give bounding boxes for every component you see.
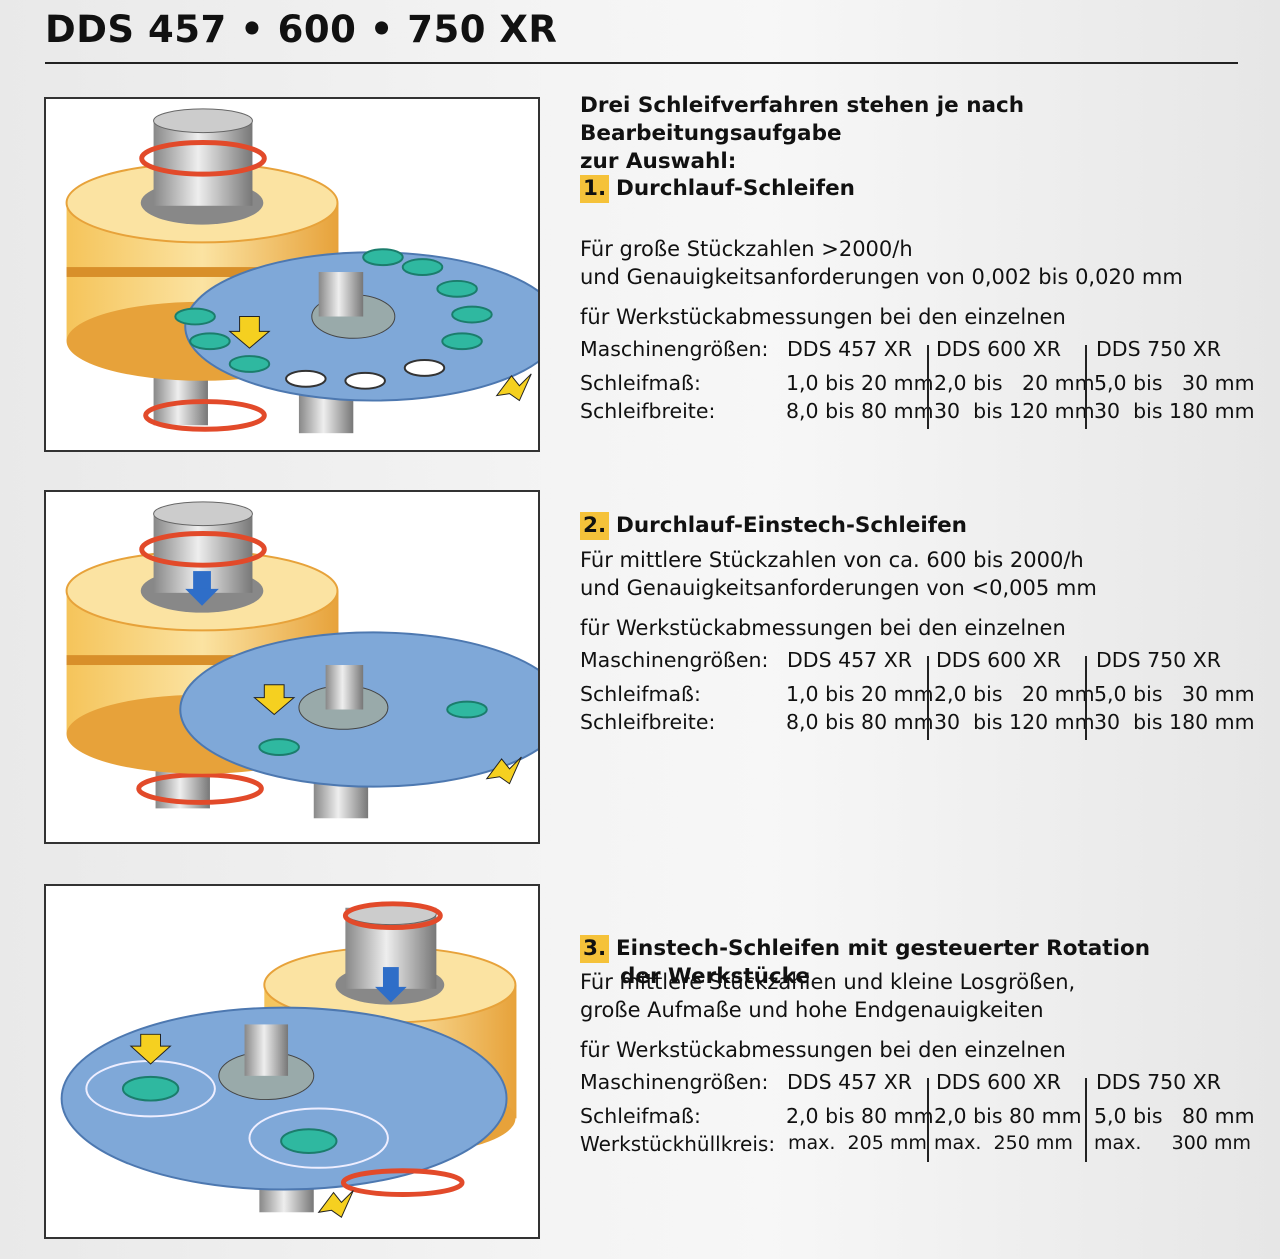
workpieces bbox=[174, 248, 493, 373]
cell: 2,0 bis 80 mm bbox=[786, 1104, 934, 1128]
cell: max. 300 mm bbox=[1094, 1132, 1251, 1154]
row-label: Schleifmaß: bbox=[580, 1104, 701, 1128]
section-desc-3: Für mittlere Stückzahlen und kleine Losg… bbox=[580, 968, 1260, 1024]
sizes-label: Maschinengrößen: bbox=[580, 1070, 769, 1094]
grinding-diagram-2 bbox=[65, 501, 538, 819]
column-divider bbox=[927, 345, 929, 429]
column-divider bbox=[1085, 345, 1087, 429]
illustration-einstech bbox=[44, 884, 540, 1239]
outfeed-arrow-icon bbox=[495, 373, 532, 402]
cell: 30 bis 120 mm bbox=[934, 710, 1095, 734]
section-number: 3. bbox=[580, 935, 610, 963]
cell: 5,0 bis 30 mm bbox=[1094, 682, 1255, 706]
feed-arrow-icon bbox=[253, 684, 296, 716]
spec-table-1: Maschinengrößen: DDS 457 XR DDS 600 XR D… bbox=[580, 337, 1255, 429]
rotation-arrow-top bbox=[342, 901, 443, 930]
spec-table-2: Maschinengrößen: DDS 457 XR DDS 600 XR D… bbox=[580, 648, 1255, 740]
cell: 2,0 bis 80 mm bbox=[934, 1104, 1082, 1128]
sizes-label: Maschinengrößen: bbox=[580, 337, 769, 361]
cell: 8,0 bis 80 mm bbox=[786, 710, 934, 734]
cell: 30 bis 180 mm bbox=[1094, 399, 1255, 423]
desc-line: Für mittlere Stückzahlen von ca. 600 bis… bbox=[580, 548, 1084, 572]
machine-600: DDS 600 XR bbox=[936, 1070, 1062, 1094]
section-desc-2: Für mittlere Stückzahlen von ca. 600 bis… bbox=[580, 546, 1260, 602]
page-title: DDS 457 • 600 • 750 XR bbox=[45, 8, 558, 51]
cell: 1,0 bis 20 mm bbox=[786, 371, 934, 395]
machine-600: DDS 600 XR bbox=[936, 648, 1062, 672]
illustration-durchlauf bbox=[44, 97, 540, 452]
illustration-durchlauf-einstech bbox=[44, 490, 540, 844]
section-title: Durchlauf-Schleifen bbox=[616, 176, 855, 201]
rotation-arrow-bottom bbox=[143, 399, 267, 432]
section-heading-2: 2. Durchlauf-Einstech-Schleifen bbox=[580, 512, 1280, 540]
spec-intro-2: für Werkstückabmessungen bei den einzeln… bbox=[580, 616, 1066, 640]
rotation-arrow-top bbox=[139, 531, 267, 568]
spec-intro-3: für Werkstückabmessungen bei den einzeln… bbox=[580, 1038, 1066, 1062]
spec-intro-1: für Werkstückabmessungen bei den einzeln… bbox=[580, 305, 1066, 329]
desc-line: und Genauigkeitsanforderungen von <0,005… bbox=[580, 576, 1097, 600]
grinding-diagram-3 bbox=[60, 901, 517, 1218]
section-number: 2. bbox=[580, 512, 610, 540]
upper-spindle bbox=[153, 118, 253, 206]
section-desc-1: Für große Stückzahlen >2000/h und Genaui… bbox=[580, 235, 1260, 291]
row-label: Schleifbreite: bbox=[580, 710, 716, 734]
machine-750: DDS 750 XR bbox=[1096, 337, 1222, 361]
outfeed-arrow-icon bbox=[317, 1190, 354, 1218]
row-label: Werkstückhüllkreis: bbox=[580, 1132, 776, 1156]
desc-line: und Genauigkeitsanforderungen von 0,002 … bbox=[580, 265, 1183, 289]
desc-line: Für große Stückzahlen >2000/h bbox=[580, 237, 913, 261]
column-divider bbox=[1085, 1078, 1087, 1162]
section-title: Durchlauf-Einstech-Schleifen bbox=[616, 513, 967, 538]
row-label: Schleifbreite: bbox=[580, 399, 716, 423]
cell: 2,0 bis 20 mm bbox=[934, 682, 1095, 706]
section-title: Einstech-Schleifen mit gesteuerter Rotat… bbox=[616, 936, 1151, 961]
cell: 2,0 bis 20 mm bbox=[934, 371, 1095, 395]
section-heading-1: 1. Durchlauf-Schleifen bbox=[580, 175, 1280, 203]
spec-table-3: Maschinengrößen: DDS 457 XR DDS 600 XR D… bbox=[580, 1070, 1255, 1162]
desc-line: große Aufmaße und hohe Endgenauigkeiten bbox=[580, 998, 1044, 1022]
workpiece bbox=[280, 1128, 338, 1154]
desc-line: Für mittlere Stückzahlen und kleine Losg… bbox=[580, 970, 1076, 994]
rotation-arrow-top bbox=[139, 140, 267, 177]
column-divider bbox=[1085, 656, 1087, 740]
sizes-label: Maschinengrößen: bbox=[580, 648, 769, 672]
intro-line: zur Auswahl: bbox=[580, 149, 737, 174]
cell: 5,0 bis 80 mm bbox=[1094, 1104, 1255, 1128]
row-label: Schleifmaß: bbox=[580, 682, 701, 706]
machine-457: DDS 457 XR bbox=[787, 648, 913, 672]
cell: 30 bis 180 mm bbox=[1094, 710, 1255, 734]
section-number: 1. bbox=[580, 175, 610, 203]
cell: max. 205 mm bbox=[788, 1132, 927, 1154]
cell: 1,0 bis 20 mm bbox=[786, 682, 934, 706]
cell: 5,0 bis 30 mm bbox=[1094, 371, 1255, 395]
section-heading-3: 3. Einstech-Schleifen mit gesteuerter Ro… bbox=[580, 935, 1280, 991]
infeed-arrow-icon bbox=[382, 967, 399, 989]
cell: 8,0 bis 80 mm bbox=[786, 399, 934, 423]
column-divider bbox=[927, 1078, 929, 1162]
section-title-cont: der Werkstücke bbox=[620, 964, 810, 989]
infeed-arrow-icon bbox=[193, 571, 211, 591]
rotation-arrow-bottom bbox=[136, 772, 264, 805]
column-divider bbox=[927, 656, 929, 740]
intro-text: Drei Schleifverfahren stehen je nach Bea… bbox=[580, 92, 1260, 176]
machine-750: DDS 750 XR bbox=[1096, 1070, 1222, 1094]
cell: 30 bis 120 mm bbox=[934, 399, 1095, 423]
intro-line: Drei Schleifverfahren stehen je nach Bea… bbox=[580, 93, 1025, 146]
row-label: Schleifmaß: bbox=[580, 371, 701, 395]
machine-600: DDS 600 XR bbox=[936, 337, 1062, 361]
carrier-disc bbox=[60, 1006, 508, 1191]
feed-arrow-icon bbox=[129, 1033, 172, 1065]
cell: max. 250 mm bbox=[934, 1132, 1073, 1154]
rotation-arrow-bottom bbox=[340, 1168, 465, 1197]
title-divider bbox=[45, 62, 1238, 64]
grinding-diagram-1 bbox=[65, 108, 538, 434]
workpiece bbox=[121, 1075, 180, 1102]
machine-457: DDS 457 XR bbox=[787, 1070, 913, 1094]
machine-457: DDS 457 XR bbox=[787, 337, 913, 361]
machine-750: DDS 750 XR bbox=[1096, 648, 1222, 672]
feed-arrow-icon bbox=[228, 316, 271, 349]
outfeed-arrow-icon bbox=[485, 756, 522, 785]
